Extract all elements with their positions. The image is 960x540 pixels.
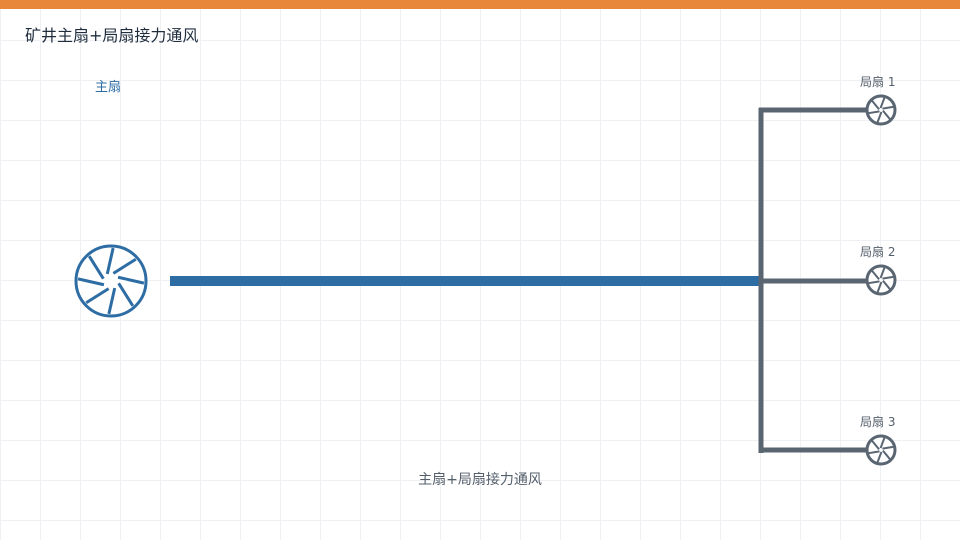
- fan-blade: [868, 280, 880, 285]
- fan-blade: [77, 277, 105, 287]
- fan-blade: [871, 100, 880, 111]
- page-title: 矿井主扇+局扇接力通风: [25, 26, 199, 45]
- fan-blade: [117, 282, 135, 307]
- fan-blade: [868, 450, 880, 455]
- fan-blade: [112, 257, 137, 275]
- local-fan-label-1: 局扇 1: [860, 75, 896, 89]
- accent-bar: [0, 0, 960, 9]
- local-fan-icon-2: [865, 264, 897, 296]
- local-fan-icon-3: [865, 434, 897, 466]
- fan-blade: [882, 275, 894, 280]
- fan-blade: [871, 440, 880, 451]
- fan-blade: [876, 451, 883, 463]
- main-fan-label: 主扇: [95, 80, 122, 95]
- fan-blade: [117, 275, 145, 285]
- local-fan-label-2: 局扇 2: [860, 245, 896, 259]
- fan-blade: [107, 287, 117, 315]
- local-fan-icon-1: [865, 94, 897, 126]
- fan-blade: [876, 111, 883, 123]
- fan-blade: [882, 105, 894, 110]
- fan-blade: [882, 449, 891, 460]
- local-duct-network: [758, 107, 866, 453]
- fan-blade: [87, 255, 105, 280]
- fan-blade: [105, 247, 115, 275]
- fan-blade: [882, 109, 891, 120]
- fan-blade: [879, 437, 886, 449]
- fan-blade: [879, 97, 886, 109]
- fan-blade: [868, 110, 880, 115]
- fan-blade: [882, 279, 891, 290]
- fan-blade: [85, 287, 110, 305]
- fan-blade: [876, 281, 883, 293]
- diagram-caption: 主扇+局扇接力通风: [418, 472, 542, 488]
- fan-blade: [882, 445, 894, 450]
- main-fan-icon: [74, 244, 148, 318]
- fan-blade: [879, 267, 886, 279]
- local-fan-label-3: 局扇 3: [860, 415, 896, 429]
- fan-blade: [871, 270, 880, 281]
- main-duct: [170, 276, 762, 286]
